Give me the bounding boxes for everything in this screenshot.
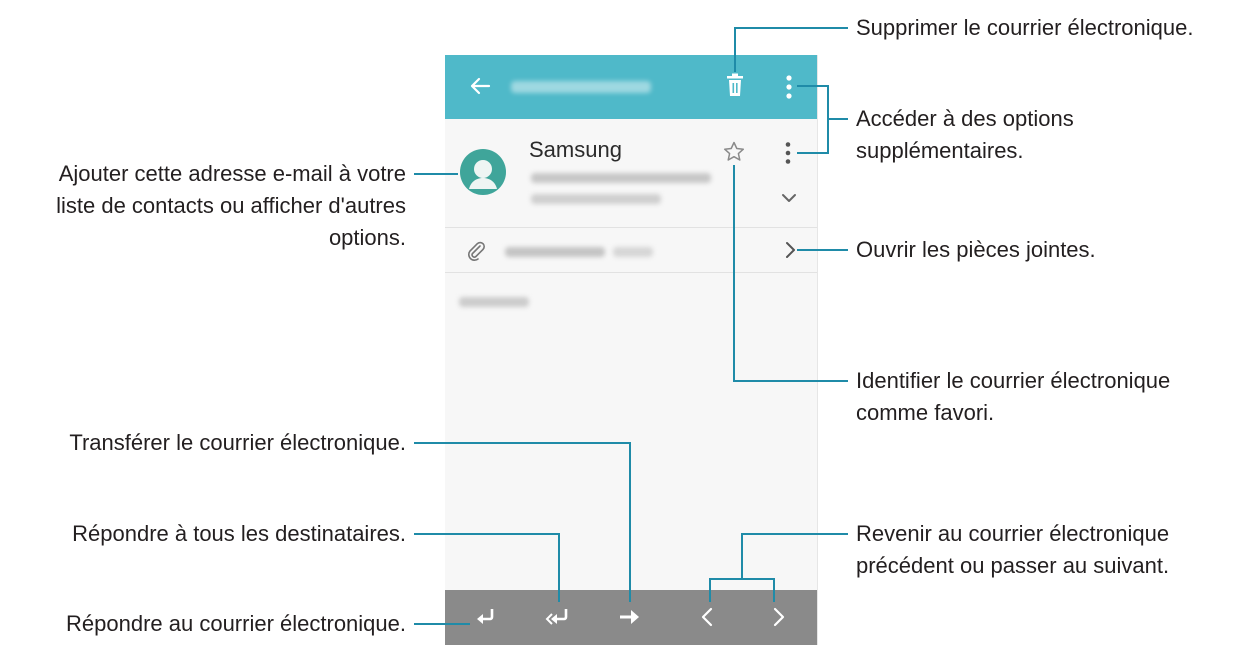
callout-favorite-line2: comme favori. (856, 400, 995, 425)
callout-contact-line1: Ajouter cette adresse e-mail à votre (58, 161, 406, 186)
email-screen: Samsung (445, 55, 818, 645)
callout-options-line1: Accéder à des options (856, 106, 1074, 131)
callout-options-line2: supplémentaires. (856, 138, 1024, 163)
date-blurred (531, 194, 661, 204)
more-options-icon[interactable] (785, 74, 793, 105)
callout-contact-line2: liste de contacts ou afficher d'autres (56, 193, 406, 218)
callout-forward: Transférer le courrier électronique. (69, 430, 406, 455)
divider (445, 272, 817, 273)
expand-chevron-icon[interactable] (781, 191, 797, 209)
attachment-name-blurred (505, 247, 605, 257)
callout-delete: Supprimer le courrier électronique. (856, 15, 1194, 40)
header-bar (445, 55, 817, 119)
callout-navigate-line2: précédent ou passer au suivant. (856, 553, 1170, 578)
paperclip-icon (465, 240, 487, 267)
bottom-action-bar (445, 590, 817, 645)
forward-icon[interactable] (618, 606, 642, 633)
divider (445, 227, 817, 228)
reply-icon[interactable] (474, 606, 496, 633)
trash-icon[interactable] (724, 73, 746, 104)
back-arrow-icon[interactable] (467, 73, 493, 104)
open-attachments-chevron-icon[interactable] (784, 240, 796, 265)
callout-favorite-line1: Identifier le courrier électronique (856, 368, 1171, 393)
message-options-icon[interactable] (784, 141, 792, 170)
email-body-blurred (459, 297, 529, 307)
previous-email-icon[interactable] (700, 606, 714, 633)
recipient-blurred (531, 173, 711, 183)
callout-reply: Répondre au courrier électronique. (66, 611, 406, 636)
callout-contact-line3: options. (328, 225, 406, 250)
star-icon[interactable] (723, 141, 745, 168)
header-title-blurred (511, 81, 651, 93)
callout-navigate-line1: Revenir au courrier électronique (856, 521, 1170, 546)
next-email-icon[interactable] (772, 606, 786, 633)
contact-avatar-icon[interactable] (460, 149, 506, 200)
sender-name: Samsung (529, 137, 622, 162)
reply-all-icon[interactable] (545, 606, 569, 633)
callout-reply-all: Répondre à tous les destinataires. (72, 521, 406, 546)
callout-attachments: Ouvrir les pièces jointes. (856, 237, 1096, 262)
attachment-size-blurred (613, 247, 653, 257)
